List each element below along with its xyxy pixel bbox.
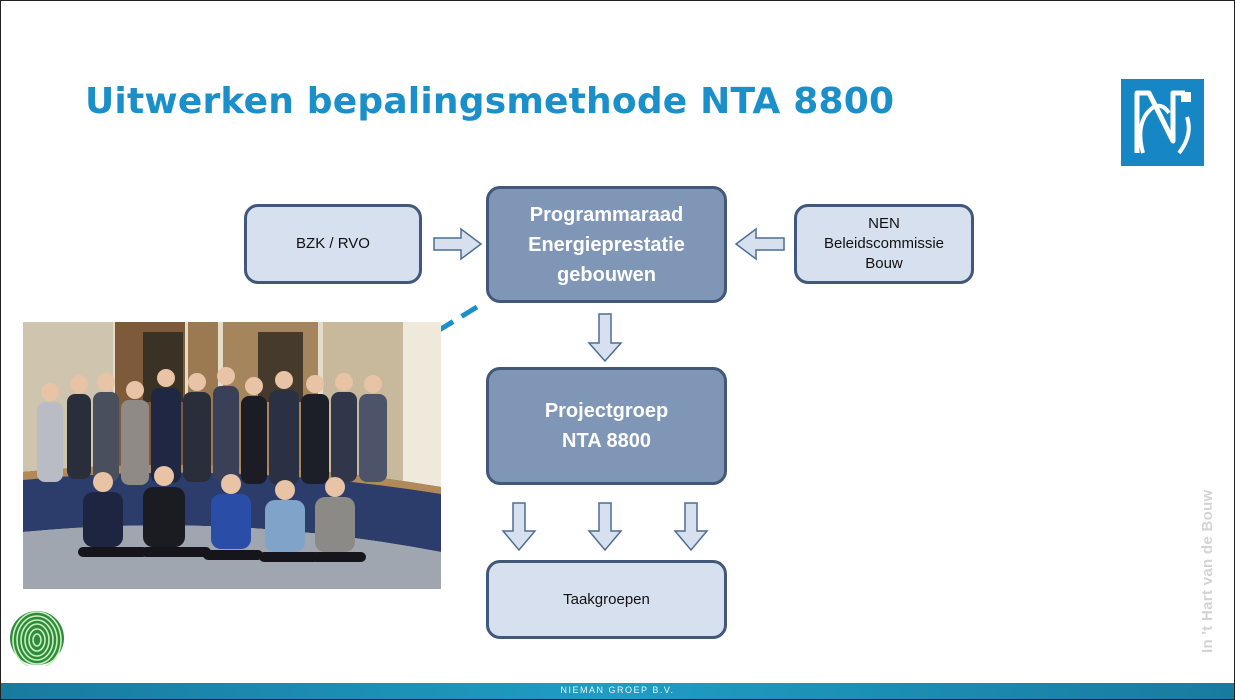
taakgroepen-label: Taakgroepen (563, 590, 650, 608)
arrow-down (501, 502, 537, 552)
nen-box: NEN Beleidscommissie Bouw (794, 204, 974, 284)
slide-title: Uitwerken bepalingsmethode NTA 8800 (85, 81, 895, 122)
footer-company-name: NIEMAN GROEP B.V. (560, 685, 675, 695)
footer-bar: NIEMAN GROEP B.V. (1, 683, 1234, 699)
nen-label: NEN Beleidscommissie Bouw (823, 215, 945, 272)
taakgroepen-box: Taakgroepen (486, 560, 727, 639)
nieman-logo-icon (1121, 79, 1204, 166)
projectgroep-label: Projectgroep NTA 8800 (544, 400, 669, 452)
arrow-left (734, 227, 785, 261)
programmaraad-box: Programmaraad Energieprestatie gebouwen (486, 186, 727, 303)
arrow-right (433, 227, 483, 261)
side-slogan: In 't Hart van de Bouw (1199, 489, 1216, 653)
fingerprint-icon (9, 610, 65, 669)
bzk-rvo-box: BZK / RVO (244, 204, 422, 284)
bzk-rvo-label: BZK / RVO (296, 235, 370, 252)
projectgroep-box: Projectgroep NTA 8800 (486, 367, 727, 485)
programmaraad-label: Programmaraad Energieprestatie gebouwen (528, 203, 685, 286)
group-photo (23, 322, 441, 589)
arrow-down (673, 502, 709, 552)
arrow-down (587, 502, 623, 552)
arrow-down (587, 313, 623, 363)
